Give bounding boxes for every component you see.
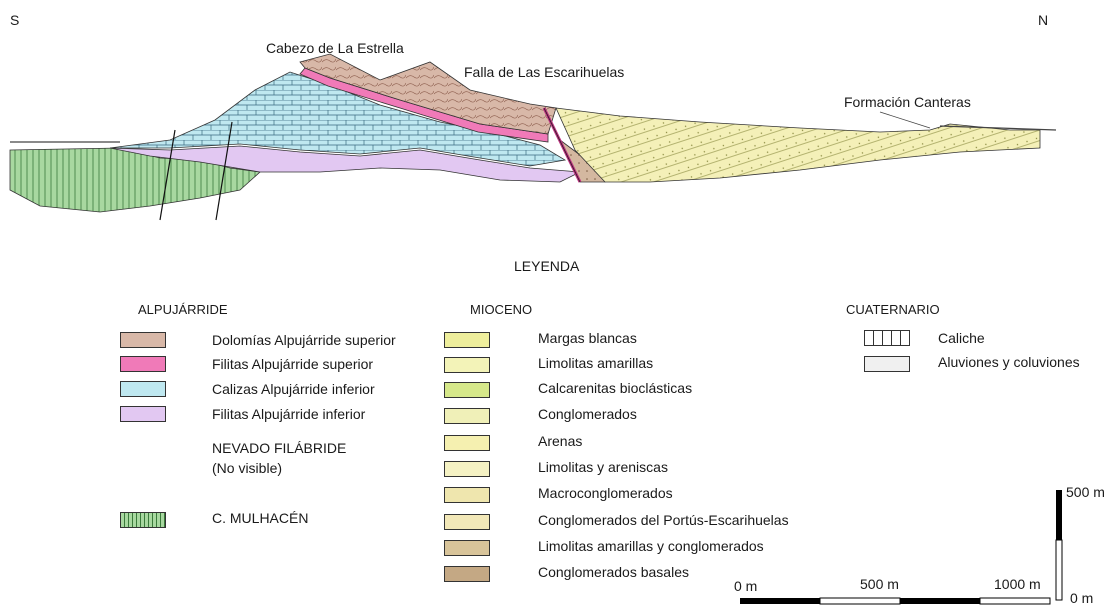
legend-label: Macroconglomerados xyxy=(538,485,673,501)
legend-label: Dolomías Alpujárride superior xyxy=(212,332,396,348)
alpujarride-heading: ALPUJÁRRIDE xyxy=(138,302,228,317)
mulhacen-swatch xyxy=(120,512,166,528)
legend-label: Margas blancas xyxy=(538,330,637,346)
legend-label: Conglomerados del Portús-Escarihuelas xyxy=(538,512,789,528)
scale-bars xyxy=(740,490,1063,605)
peak-label: Cabezo de La Estrella xyxy=(266,40,404,56)
legend-title: LEYENDA xyxy=(514,258,580,274)
geological-cross-section xyxy=(9,53,1057,221)
hscale-end: 1000 m xyxy=(994,576,1041,592)
vscale-bottom: 0 m xyxy=(1070,590,1094,606)
legend-swatch xyxy=(120,332,166,348)
legend-label: Caliche xyxy=(938,330,985,346)
south-label: S xyxy=(10,12,20,28)
legend-label: Calcarenitas bioclásticas xyxy=(538,380,693,396)
legend-swatch xyxy=(444,332,490,348)
legend-label: Conglomerados basales xyxy=(538,564,689,580)
vscale-top: 500 m xyxy=(1066,484,1105,500)
fault-label: Falla de Las Escarihuelas xyxy=(464,64,625,80)
legend-swatch xyxy=(444,514,490,530)
legend-swatch xyxy=(444,357,490,373)
nevado-note: (No visible) xyxy=(212,460,283,476)
legend-swatch xyxy=(864,356,910,372)
hscale-mid: 500 m xyxy=(860,576,899,592)
legend-swatch xyxy=(444,435,490,451)
formation-label: Formación Canteras xyxy=(844,94,971,110)
legend-swatch xyxy=(444,382,490,398)
legend-label: Filitas Alpujárride inferior xyxy=(212,406,366,422)
legend-label: Limolitas amarillas xyxy=(538,355,654,371)
legend-swatch xyxy=(444,461,490,477)
legend-swatch xyxy=(444,408,490,424)
legend-swatch xyxy=(444,540,490,556)
legend-swatch xyxy=(120,356,166,372)
legend-label: Aluviones y coluviones xyxy=(938,354,1080,370)
mioceno-heading: MIOCENO xyxy=(470,302,533,317)
cuaternario-heading: CUATERNARIO xyxy=(846,302,940,317)
legend-swatch xyxy=(120,406,166,422)
legend-label: Calizas Alpujárride inferior xyxy=(212,381,375,397)
legend-swatch xyxy=(444,566,490,582)
legend-label: Limolitas amarillas y conglomerados xyxy=(538,538,764,554)
legend-label: Arenas xyxy=(538,433,583,449)
legend-swatch xyxy=(864,330,910,346)
legend-label: Conglomerados xyxy=(538,406,637,422)
legend-swatch xyxy=(444,487,490,503)
legend-swatch xyxy=(120,381,166,397)
hscale-start: 0 m xyxy=(734,578,758,594)
legend-label: Limolitas y areniscas xyxy=(538,459,668,475)
mulhacen-label: C. MULHACÉN xyxy=(212,510,309,526)
nevado-label: NEVADO FILÁBRIDE xyxy=(212,440,347,456)
legend-label: Filitas Alpujárride superior xyxy=(212,356,374,372)
north-label: N xyxy=(1038,12,1049,28)
